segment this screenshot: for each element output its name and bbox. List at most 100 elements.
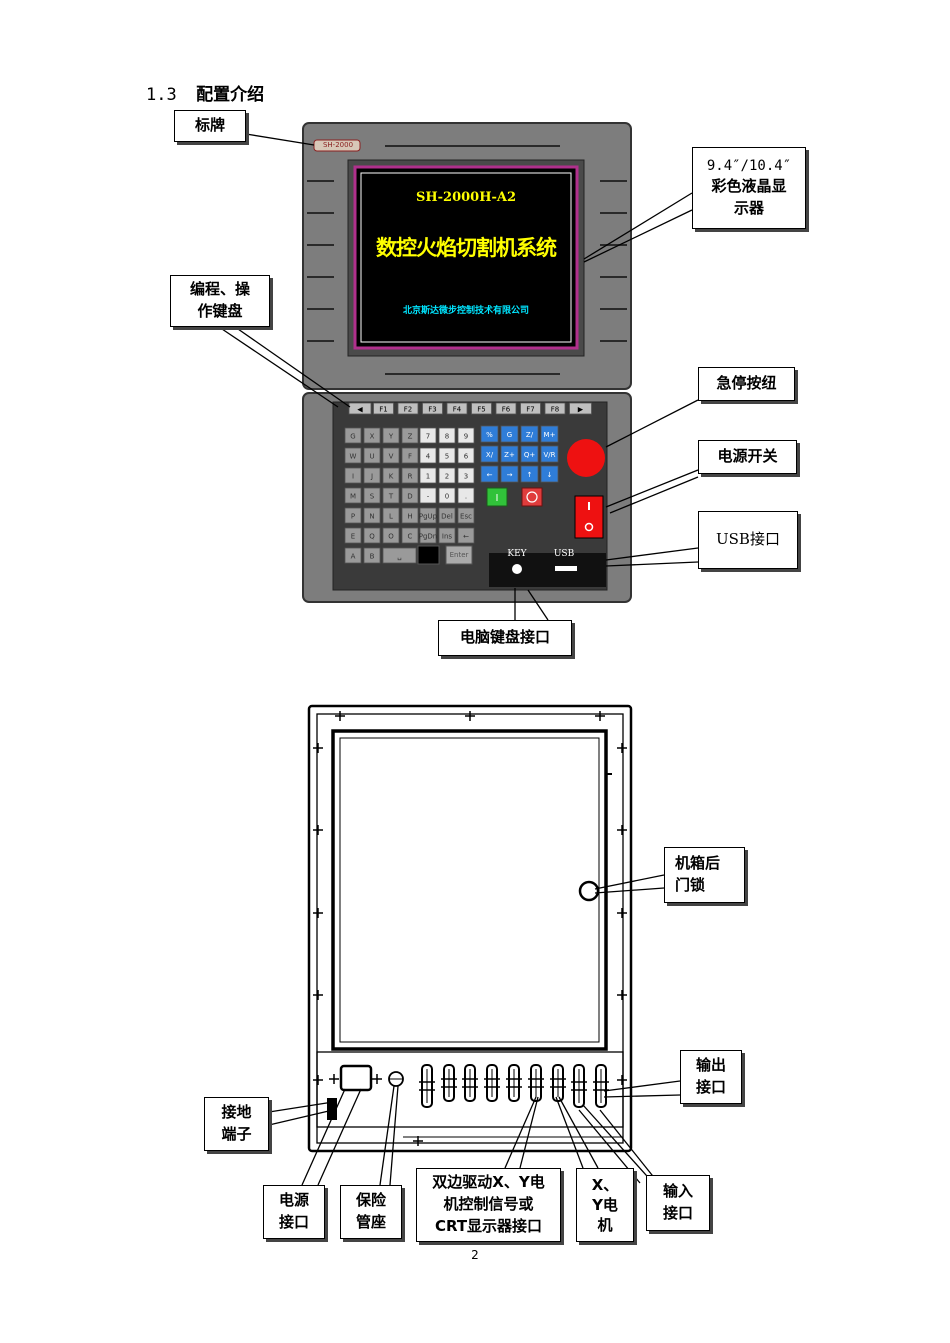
num-key-2-2[interactable]: 3: [457, 467, 475, 484]
callout-output: 输出 接口: [680, 1050, 742, 1104]
num-key-0-2-label: 9: [464, 433, 468, 441]
letter-key-t-label: T: [388, 493, 394, 501]
num-key-3-1[interactable]: 0: [438, 487, 456, 504]
num-key-5-0-label: PgDn: [419, 533, 438, 541]
num-key-0-2[interactable]: 9: [457, 427, 475, 444]
callout-lcd-line3: 示器: [733, 199, 764, 218]
num-key-1-0[interactable]: 4: [419, 447, 437, 464]
function-key-9[interactable]: ▶: [569, 402, 592, 415]
letter-key-j[interactable]: J: [363, 467, 381, 484]
letter-key-d[interactable]: D: [401, 487, 419, 504]
bottom-key-2-label: ␣: [397, 553, 401, 561]
letter-key-y[interactable]: Y: [382, 427, 400, 444]
letter-key-s[interactable]: S: [363, 487, 381, 504]
function-key-4[interactable]: F4: [446, 402, 468, 415]
num-key-4-2[interactable]: Esc: [457, 507, 475, 524]
bottom-key-1[interactable]: B: [363, 547, 381, 564]
stop-key[interactable]: [521, 487, 543, 507]
function-key-0[interactable]: ◀: [348, 402, 372, 415]
num-key-0-0[interactable]: 7: [419, 427, 437, 444]
blue-key-2-3[interactable]: ↓: [540, 465, 559, 483]
usb-port-label: USB: [553, 549, 575, 559]
callout-estop: 急停按纽: [698, 367, 795, 401]
letter-key-t[interactable]: T: [382, 487, 400, 504]
callout-usb: USB接口: [698, 511, 798, 569]
callout-keyboard-line1: 编程、操: [189, 280, 250, 299]
callout-dual-drive-line3: CRT显示器接口: [434, 1216, 543, 1235]
num-key-2-0-label: 1: [426, 473, 430, 481]
num-key-5-2[interactable]: ←: [457, 527, 475, 544]
blue-key-1-0[interactable]: X/: [480, 445, 499, 463]
function-key-2[interactable]: F2: [397, 402, 419, 415]
function-key-7[interactable]: F7: [520, 402, 541, 415]
letter-key-k[interactable]: K: [382, 467, 400, 484]
callout-input: 输入 接口: [646, 1175, 710, 1231]
letter-key-q[interactable]: Q: [363, 527, 381, 544]
letter-key-q-label: Q: [369, 533, 375, 541]
num-key-5-1[interactable]: Ins: [438, 527, 456, 544]
letter-key-v[interactable]: V: [382, 447, 400, 464]
letter-key-z[interactable]: Z: [401, 427, 419, 444]
num-key-4-1[interactable]: Del: [438, 507, 456, 524]
num-key-3-0-label: -: [427, 493, 430, 501]
letter-key-r[interactable]: R: [401, 467, 419, 484]
db-connector-4: [506, 1064, 522, 1102]
num-key-4-0[interactable]: PgUp: [419, 507, 438, 524]
blue-key-2-0[interactable]: ←: [480, 465, 499, 483]
letter-key-e[interactable]: E: [344, 527, 362, 544]
num-key-3-0[interactable]: -: [419, 487, 437, 504]
letter-key-w[interactable]: W: [344, 447, 362, 464]
letter-key-o[interactable]: O: [382, 527, 400, 544]
function-key-6[interactable]: F6: [495, 402, 517, 415]
blue-key-2-1[interactable]: →: [500, 465, 519, 483]
function-key-3-label: F3: [428, 406, 436, 414]
letter-key-u[interactable]: U: [363, 447, 381, 464]
function-key-1[interactable]: F1: [373, 402, 394, 415]
letter-key-c[interactable]: C: [401, 527, 419, 544]
num-key-2-1[interactable]: 2: [438, 467, 456, 484]
num-key-1-2[interactable]: 6: [457, 447, 475, 464]
start-key[interactable]: [486, 487, 508, 507]
bottom-key-0[interactable]: A: [344, 547, 362, 564]
mount-screw-1: [465, 711, 475, 721]
mount-screw-7: [313, 1075, 323, 1085]
blue-key-2-2[interactable]: ↑: [520, 465, 539, 483]
blue-key-1-3[interactable]: V/R: [540, 445, 559, 463]
letter-key-l[interactable]: L: [382, 507, 400, 524]
blue-key-0-2[interactable]: Z/: [520, 425, 539, 443]
blue-key-1-2[interactable]: Q+: [520, 445, 539, 463]
letter-key-n[interactable]: N: [363, 507, 381, 524]
letter-key-x[interactable]: X: [363, 427, 381, 444]
num-key-4-1-label: Del: [441, 513, 453, 521]
function-key-8[interactable]: F8: [544, 402, 566, 415]
num-key-0-1[interactable]: 8: [438, 427, 456, 444]
blue-key-0-1[interactable]: G: [500, 425, 519, 443]
db-connector-3: [484, 1064, 500, 1102]
emergency-stop-button[interactable]: [567, 439, 605, 477]
letter-key-m[interactable]: M: [344, 487, 362, 504]
letter-key-f[interactable]: F: [401, 447, 419, 464]
function-key-9-label: ▶: [578, 406, 584, 414]
function-key-5[interactable]: F5: [471, 402, 492, 415]
letter-key-i[interactable]: I: [344, 467, 362, 484]
blue-key-0-0[interactable]: %: [480, 425, 499, 443]
num-key-2-0[interactable]: 1: [419, 467, 437, 484]
blue-key-1-1[interactable]: Z+: [500, 445, 519, 463]
num-key-1-1[interactable]: 5: [438, 447, 456, 464]
letter-key-p[interactable]: P: [344, 507, 362, 524]
section-number: 1.3: [146, 85, 177, 105]
blank-key[interactable]: [417, 545, 440, 565]
blue-key-0-3[interactable]: M+: [540, 425, 559, 443]
rear-door: [331, 729, 608, 1051]
enter-key[interactable]: [445, 545, 473, 565]
function-key-3[interactable]: F3: [422, 402, 443, 415]
letter-key-g[interactable]: G: [344, 427, 362, 444]
letter-key-o-label: O: [388, 533, 394, 541]
num-key-3-2[interactable]: .: [457, 487, 475, 504]
mount-screw-15: [329, 1074, 339, 1084]
callout-keyboard-line2: 作键盘: [197, 302, 243, 320]
num-key-5-0[interactable]: PgDn: [419, 527, 438, 544]
bottom-key-2[interactable]: ␣: [382, 547, 417, 564]
letter-key-h[interactable]: H: [401, 507, 419, 524]
